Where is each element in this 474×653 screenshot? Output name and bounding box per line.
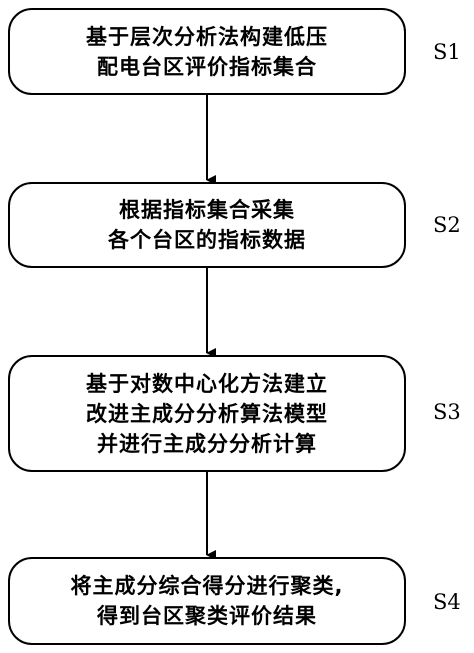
step-box-s3: 基于对数中心化方法建立 改进主成分分析算法模型 并进行主成分分析计算 xyxy=(8,355,406,472)
step-box-s4: 将主成分综合得分进行聚类, 得到台区聚类评价结果 xyxy=(8,557,406,645)
step-s4-line-1: 将主成分综合得分进行聚类, xyxy=(70,574,344,598)
step-s1-line-1: 基于层次分析法构建低压 xyxy=(86,24,328,49)
step-box-s2: 根据指标集合采集 各个台区的指标数据 xyxy=(8,182,406,268)
step-s2-line-1: 根据指标集合采集 xyxy=(119,198,295,222)
step-s1-line-2: 配电台区评价指标集合 xyxy=(97,54,317,79)
step-s3-line-2: 改进主成分分析算法模型 xyxy=(86,401,328,426)
step-s4-line-2: 得到台区聚类评价结果 xyxy=(97,604,317,628)
step-s3-line-3: 并进行主成分分析计算 xyxy=(97,431,317,456)
step-label-s3: S3 xyxy=(433,400,461,424)
step-label-s4: S4 xyxy=(433,590,461,614)
step-label-s1: S1 xyxy=(433,40,461,64)
step-label-s2: S2 xyxy=(433,213,461,237)
step-box-s1: 基于层次分析法构建低压 配电台区评价指标集合 xyxy=(8,8,406,95)
step-s2-line-2: 各个台区的指标数据 xyxy=(108,228,306,252)
step-s3-line-1: 基于对数中心化方法建立 xyxy=(86,371,328,396)
